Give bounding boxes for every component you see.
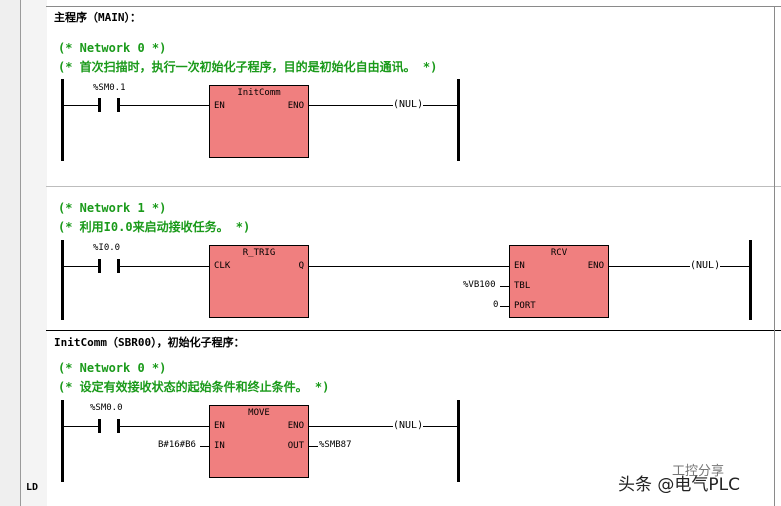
contact-left-bar <box>98 98 101 112</box>
contact-right-bar <box>117 98 120 112</box>
pin-en: EN <box>214 421 225 431</box>
function-block-r-trig[interactable]: R_TRIG CLK Q <box>209 245 309 318</box>
pin-port: PORT <box>514 301 536 311</box>
network-header: (* Network 1 *) <box>58 201 167 215</box>
gutter-column <box>20 0 47 506</box>
rung-wire <box>64 105 98 106</box>
left-power-rail <box>61 400 64 482</box>
contact-left-bar <box>98 259 101 273</box>
port-input-value[interactable]: 0 <box>493 300 499 310</box>
in-input-value[interactable]: B#16#B6 <box>158 440 196 450</box>
network-header: (* Network 0 *) <box>58 41 167 55</box>
contact-left-bar <box>98 419 101 433</box>
pin-out: OUT <box>287 441 304 451</box>
contact-right-bar <box>117 259 120 273</box>
coil[interactable]: (NUL) <box>393 419 424 433</box>
right-power-rail <box>457 79 460 161</box>
pin-tbl: TBL <box>514 281 531 291</box>
out-output-wire <box>308 446 318 447</box>
right-border <box>774 6 775 506</box>
coil[interactable]: (NUL) <box>393 98 424 112</box>
rung-wire <box>608 266 749 267</box>
function-block-rcv[interactable]: RCV EN ENO TBL PORT <box>509 245 609 318</box>
contact-right-bar <box>117 419 120 433</box>
block-name: MOVE <box>248 408 270 418</box>
port-input-wire <box>500 306 510 307</box>
rung-wire <box>308 426 457 427</box>
rung-wire <box>308 266 510 267</box>
block-name: RCV <box>550 248 568 258</box>
pin-clk: CLK <box>214 261 231 271</box>
left-gutter <box>0 0 47 506</box>
contact-address: %I0.0 <box>93 243 121 253</box>
watermark-text: 头条 @电气PLC <box>618 475 740 495</box>
function-block-move[interactable]: MOVE EN ENO IN OUT <box>209 405 309 478</box>
section-divider <box>46 330 781 331</box>
network-header: (* Network 0 *) <box>58 361 167 375</box>
network-comment: (* 利用I0.0来启动接收任务。 *) <box>58 220 251 234</box>
rung-wire <box>64 266 98 267</box>
watermark-subtext: 工控分享 <box>672 464 725 479</box>
block-name: InitComm <box>237 88 281 98</box>
in-input-wire <box>200 446 210 447</box>
rung-wire <box>64 426 98 427</box>
rung-wire <box>120 266 210 267</box>
contact-address: %SM0.0 <box>90 403 123 413</box>
network-comment: (* 设定有效接收状态的起始条件和终止条件。 *) <box>58 380 330 394</box>
top-divider <box>46 6 781 7</box>
network-comment: (* 首次扫描时，执行一次初始化子程序，目的是初始化自由通讯。 *) <box>58 60 438 74</box>
network-divider <box>46 186 781 187</box>
right-power-rail <box>457 400 460 482</box>
subroutine-title: InitComm（SBR00），初始化子程序： <box>54 336 245 349</box>
out-output-value[interactable]: %SMB87 <box>319 440 352 450</box>
rung-wire <box>120 105 210 106</box>
pin-eno: ENO <box>587 261 604 271</box>
tbl-input-wire <box>500 286 510 287</box>
rung-wire <box>308 105 457 106</box>
right-power-rail <box>749 240 752 320</box>
pin-in: IN <box>214 441 225 451</box>
contact-address: %SM0.1 <box>93 83 126 93</box>
main-program-title: 主程序（MAIN）： <box>54 11 141 24</box>
pin-en: EN <box>214 101 225 111</box>
tbl-input-value[interactable]: %VB100 <box>463 280 496 290</box>
left-power-rail <box>61 240 64 320</box>
pin-en: EN <box>514 261 525 271</box>
pin-eno: ENO <box>287 101 304 111</box>
block-name: R_TRIG <box>242 248 276 258</box>
function-block-initcomm[interactable]: InitComm EN ENO <box>209 85 309 158</box>
ld-language-label: LD <box>26 482 39 493</box>
rung-wire <box>120 426 210 427</box>
pin-q: Q <box>298 261 304 271</box>
pin-eno: ENO <box>287 421 304 431</box>
coil[interactable]: (NUL) <box>690 259 721 273</box>
left-power-rail <box>61 79 64 161</box>
